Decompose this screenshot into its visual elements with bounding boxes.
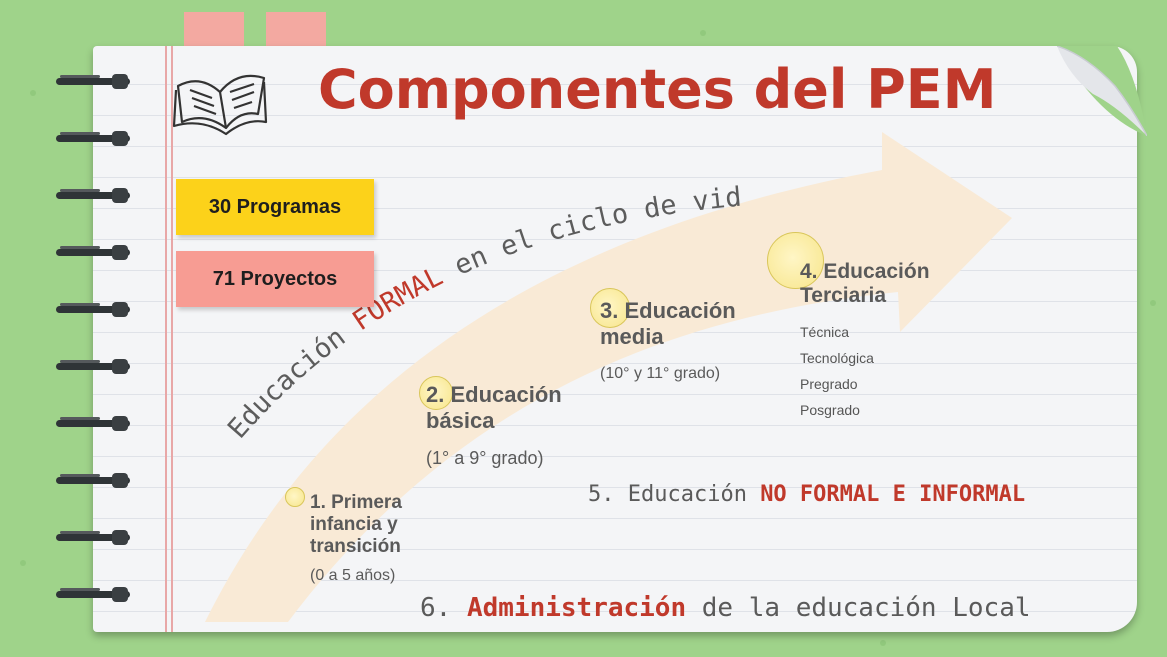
list-item: Pregrado bbox=[800, 376, 858, 392]
stage-marker-3 bbox=[590, 288, 630, 328]
margin-line bbox=[171, 46, 173, 632]
list-item: Posgrado bbox=[800, 402, 860, 418]
stage-title-line: media bbox=[600, 324, 664, 349]
page-curl-icon bbox=[1057, 46, 1147, 136]
stage-marker-4 bbox=[767, 232, 824, 289]
paper-tab bbox=[184, 12, 244, 52]
programas-badge: 30 Programas bbox=[176, 179, 374, 235]
page-title: Componentes del PEM bbox=[318, 58, 997, 121]
stage-detail: (10° y 11° grado) bbox=[600, 365, 721, 382]
no-formal-prefix: 5. Educación bbox=[588, 482, 761, 507]
terciaria-list: Técnica Tecnológica Pregrado Posgrado bbox=[800, 319, 874, 423]
margin-line bbox=[165, 46, 167, 632]
background-dot bbox=[880, 640, 886, 646]
stage-marker-1 bbox=[285, 487, 305, 507]
stage-marker-2 bbox=[419, 376, 453, 410]
administracion-prefix: 6. bbox=[420, 593, 467, 623]
spiral-ring-icon bbox=[56, 473, 130, 488]
stage-educacion-media: 3. Educación media bbox=[600, 298, 736, 350]
paper-tab bbox=[266, 12, 326, 52]
stage-title-line: transición bbox=[310, 536, 401, 557]
stage-educacion-basica: 2. Educación básica bbox=[426, 382, 562, 434]
spiral-ring-icon bbox=[56, 302, 130, 317]
stage-detail: (0 a 5 años) bbox=[310, 567, 396, 584]
stage-title-line: 1. Primera bbox=[310, 492, 402, 513]
stage-title-line: 4. Educación bbox=[800, 260, 930, 283]
spiral-ring-icon bbox=[56, 416, 130, 431]
spiral-ring-icon bbox=[56, 188, 130, 203]
no-formal-highlight: NO FORMAL E INFORMAL bbox=[760, 482, 1026, 507]
spiral-ring-icon bbox=[56, 245, 130, 260]
background-dot bbox=[1150, 300, 1156, 306]
stage-detail: (1° a 9° grado) bbox=[426, 448, 544, 468]
administracion-highlight: Administración bbox=[466, 593, 687, 623]
spiral-ring-icon bbox=[56, 359, 130, 374]
list-item: Técnica bbox=[800, 324, 850, 340]
list-item: Tecnológica bbox=[800, 350, 874, 366]
background-dot bbox=[30, 90, 36, 96]
spiral-ring-icon bbox=[56, 74, 130, 89]
background-dot bbox=[700, 30, 706, 36]
stage-educacion-terciaria: 4. Educación Terciaria bbox=[800, 260, 930, 308]
stage-title-line: 3. Educación bbox=[600, 298, 736, 323]
stage-title-line: Terciaria bbox=[800, 284, 886, 307]
spiral-ring-icon bbox=[56, 530, 130, 545]
stage-title-line: infancia y bbox=[310, 514, 398, 535]
stage-title-line: 2. Educación bbox=[426, 382, 562, 407]
stage-title-line: básica bbox=[426, 408, 495, 433]
proyectos-badge: 71 Proyectos bbox=[176, 251, 374, 307]
spiral-ring-icon bbox=[56, 131, 130, 146]
open-book-icon bbox=[172, 74, 268, 136]
administracion-suffix: de la educación Local bbox=[686, 593, 1031, 623]
administracion-label: 6. Administración de la educación Local bbox=[420, 593, 1031, 623]
no-formal-label: 5. Educación NO FORMAL E INFORMAL bbox=[588, 482, 1025, 507]
stage-primera-infancia: 1. Primera infancia y transición bbox=[310, 492, 402, 558]
background-dot bbox=[20, 560, 26, 566]
spiral-ring-icon bbox=[56, 587, 130, 602]
